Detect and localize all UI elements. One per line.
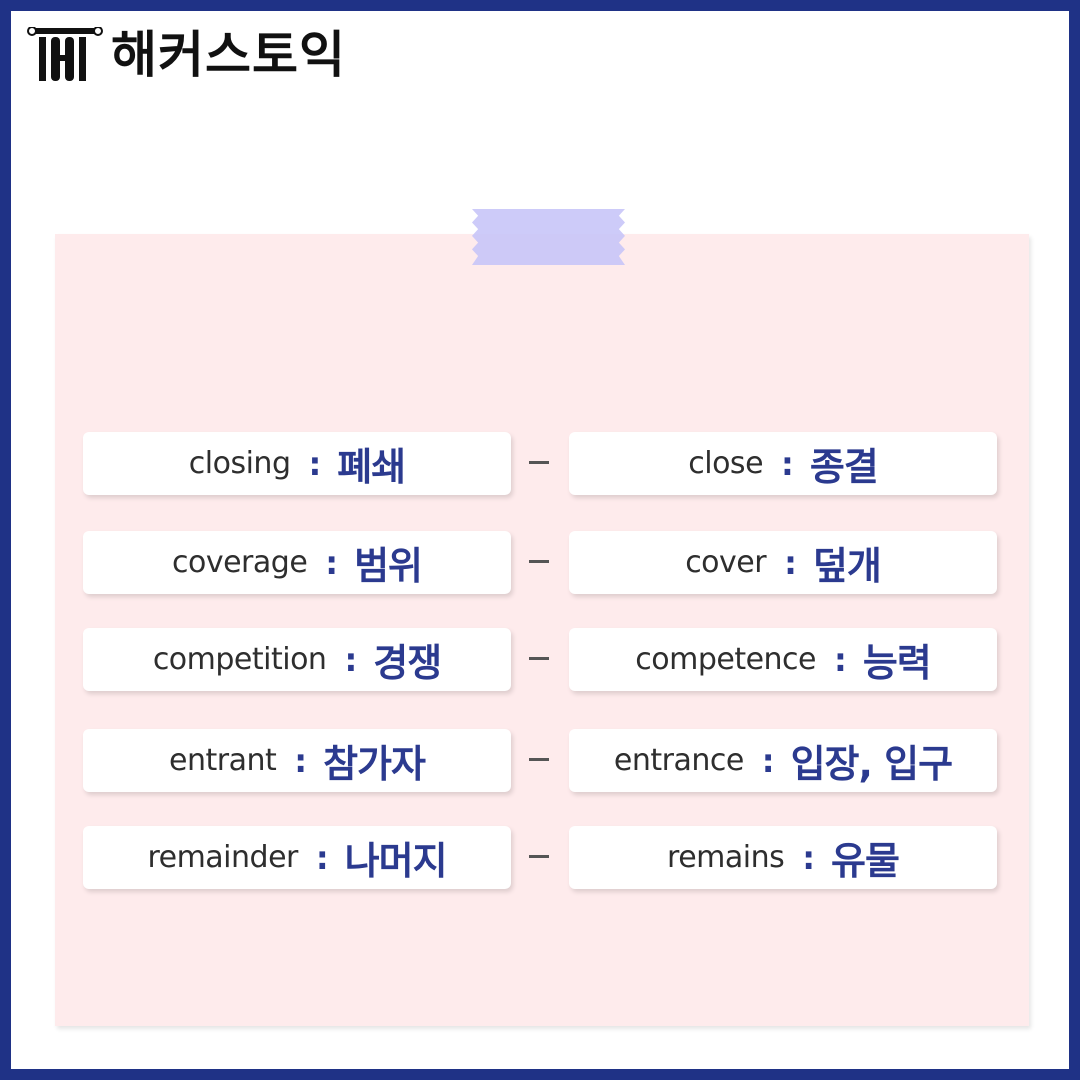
word-term: coverage xyxy=(172,545,308,580)
word-term: close xyxy=(688,446,764,481)
colon-separator: : xyxy=(781,444,794,483)
dash-separator xyxy=(529,657,549,660)
page-frame: 해커스토익 closing : 폐쇄 close : 종결 coverage :… xyxy=(11,11,1069,1069)
word-meaning: 종결 xyxy=(809,445,879,489)
tape-decoration xyxy=(472,209,625,265)
colon-separator: : xyxy=(315,838,329,877)
word-card: competition : 경쟁 xyxy=(83,628,511,691)
brand-logo: 해커스토익 xyxy=(27,27,346,83)
word-pair-row: entrant : 참가자 entrance : 입장, 입구 xyxy=(83,729,997,792)
colon-separator: : xyxy=(344,640,358,679)
word-term: entrant xyxy=(169,743,277,778)
word-card: competence : 능력 xyxy=(569,628,997,691)
word-card: coverage : 범위 xyxy=(83,531,511,594)
colon-separator: : xyxy=(308,444,322,483)
word-meaning: 경쟁 xyxy=(373,641,442,685)
word-pair-row: competition : 경쟁 competence : 능력 xyxy=(83,628,997,691)
word-term: competence xyxy=(635,642,817,677)
word-term: remainder xyxy=(147,840,298,875)
word-card: close : 종결 xyxy=(569,432,997,495)
colon-separator: : xyxy=(834,640,847,679)
dash-separator xyxy=(529,758,549,761)
word-term: entrance xyxy=(613,743,744,778)
colon-separator: : xyxy=(325,543,339,582)
word-card: remainder : 나머지 xyxy=(83,826,511,889)
word-card: cover : 덮개 xyxy=(569,531,997,594)
word-card: entrant : 참가자 xyxy=(83,729,511,792)
word-card: closing : 폐쇄 xyxy=(83,432,511,495)
colon-separator: : xyxy=(761,741,775,780)
word-meaning: 나머지 xyxy=(344,839,448,883)
word-term: remains xyxy=(667,840,785,875)
word-meaning: 능력 xyxy=(862,641,932,685)
word-meaning: 참가자 xyxy=(323,742,426,786)
word-term: closing xyxy=(188,446,291,481)
word-card: entrance : 입장, 입구 xyxy=(569,729,997,792)
dash-separator xyxy=(529,560,549,563)
brand-name: 해커스토익 xyxy=(111,26,346,84)
word-term: cover xyxy=(685,545,767,580)
word-meaning: 유물 xyxy=(831,839,900,883)
pillars-logo-icon xyxy=(27,27,103,81)
colon-separator: : xyxy=(294,741,308,780)
colon-separator: : xyxy=(802,838,816,877)
dash-separator xyxy=(529,461,549,464)
word-card: remains : 유물 xyxy=(569,826,997,889)
word-meaning: 입장, 입구 xyxy=(790,742,954,786)
word-pair-row: remainder : 나머지 remains : 유물 xyxy=(83,826,997,889)
dash-separator xyxy=(529,855,549,858)
word-pair-row: closing : 폐쇄 close : 종결 xyxy=(83,432,997,495)
word-meaning: 범위 xyxy=(354,544,423,588)
word-term: competition xyxy=(152,642,327,677)
word-pair-row: coverage : 범위 cover : 덮개 xyxy=(83,531,997,594)
colon-separator: : xyxy=(784,543,797,582)
word-meaning: 폐쇄 xyxy=(337,445,406,489)
word-meaning: 덮개 xyxy=(812,544,882,588)
